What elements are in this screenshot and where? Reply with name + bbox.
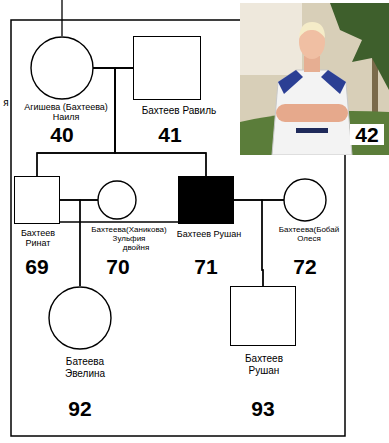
family-line — [60, 221, 178, 222]
circle-outline — [48, 286, 112, 350]
family-line — [234, 200, 263, 286]
shirt-stripe — [296, 128, 328, 133]
blond-hair — [299, 22, 325, 38]
person-name: Бахтеев Равиль — [137, 105, 221, 117]
circle-shape — [284, 179, 326, 221]
person-name: Бахтеев Рушан — [165, 229, 253, 239]
person-name: Бахтеев Ринат — [13, 228, 63, 249]
family-line — [262, 200, 284, 286]
male-square: Бахтеев Равиль — [133, 36, 201, 100]
circle-shape — [98, 181, 136, 219]
twins-note: двойня — [118, 244, 154, 252]
person-name: Агишева (Бахтеева) Наиля — [16, 102, 116, 123]
shirt-stripe — [278, 70, 303, 94]
person-number: 42 — [350, 124, 384, 145]
male-square: Бахтеев Рушан — [230, 286, 296, 346]
female-circle: Батеева Эвелина — [48, 286, 112, 350]
person-number: 93 — [243, 398, 283, 419]
person-name: Батеева Эвелина — [55, 356, 115, 379]
person-photo — [240, 3, 389, 155]
shirt-stripe — [321, 70, 346, 94]
photo-building — [240, 3, 302, 75]
person-number: 70 — [98, 256, 138, 277]
crossed-arms — [276, 104, 348, 122]
person-number: 72 — [285, 256, 325, 277]
person-number: 92 — [60, 398, 100, 419]
person-name: Бахтеева(Бобай Олеся — [276, 225, 342, 243]
person-number: 40 — [42, 124, 82, 145]
female-circle: Агишева (Бахтеева) Наиля — [30, 36, 94, 100]
circle-outline — [30, 36, 94, 100]
female-circle: Бахтеева(Ханикова) Зульфия — [97, 180, 137, 220]
person-name: Бахтеева(Ханикова) Зульфия — [84, 225, 174, 243]
person-name: Бахтеев Рушан — [234, 353, 294, 376]
ancestry-line — [61, 0, 62, 36]
male-square: Бахтеев Ринат — [14, 176, 60, 224]
affected-male-square: Бахтеев Рушан — [178, 176, 234, 224]
person-number: 41 — [150, 124, 190, 145]
family-line — [60, 200, 80, 286]
photo-background — [240, 3, 389, 155]
female-circle: Бахтеева(Бобай Олеся — [283, 178, 327, 222]
circle-shape — [49, 287, 111, 349]
circle-outline — [283, 178, 327, 222]
family-line — [80, 200, 98, 286]
person-number: 69 — [17, 256, 57, 277]
pedigree-frame — [11, 20, 345, 436]
circle-shape — [31, 37, 93, 99]
person-number: 71 — [186, 256, 226, 277]
circle-outline — [97, 180, 137, 220]
cropped-text: я — [2, 98, 10, 108]
white-shirt — [272, 70, 352, 155]
